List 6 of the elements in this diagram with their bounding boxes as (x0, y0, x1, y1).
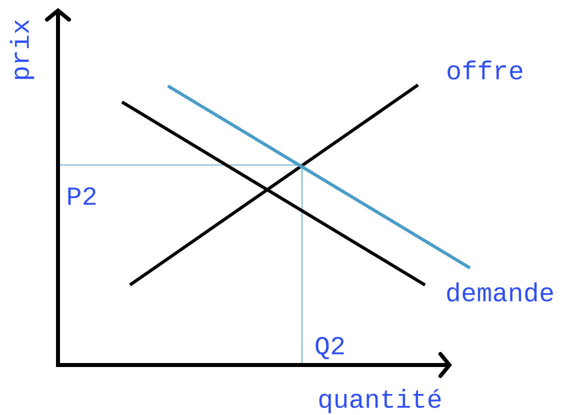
curve-label: offre (448, 60, 522, 80)
curve-label: demande (447, 282, 553, 302)
price-label: P2 (68, 187, 96, 205)
quantity-label: Q2 (316, 336, 344, 360)
axis-label: prix (10, 20, 34, 79)
axis-label: quantité (319, 388, 441, 414)
